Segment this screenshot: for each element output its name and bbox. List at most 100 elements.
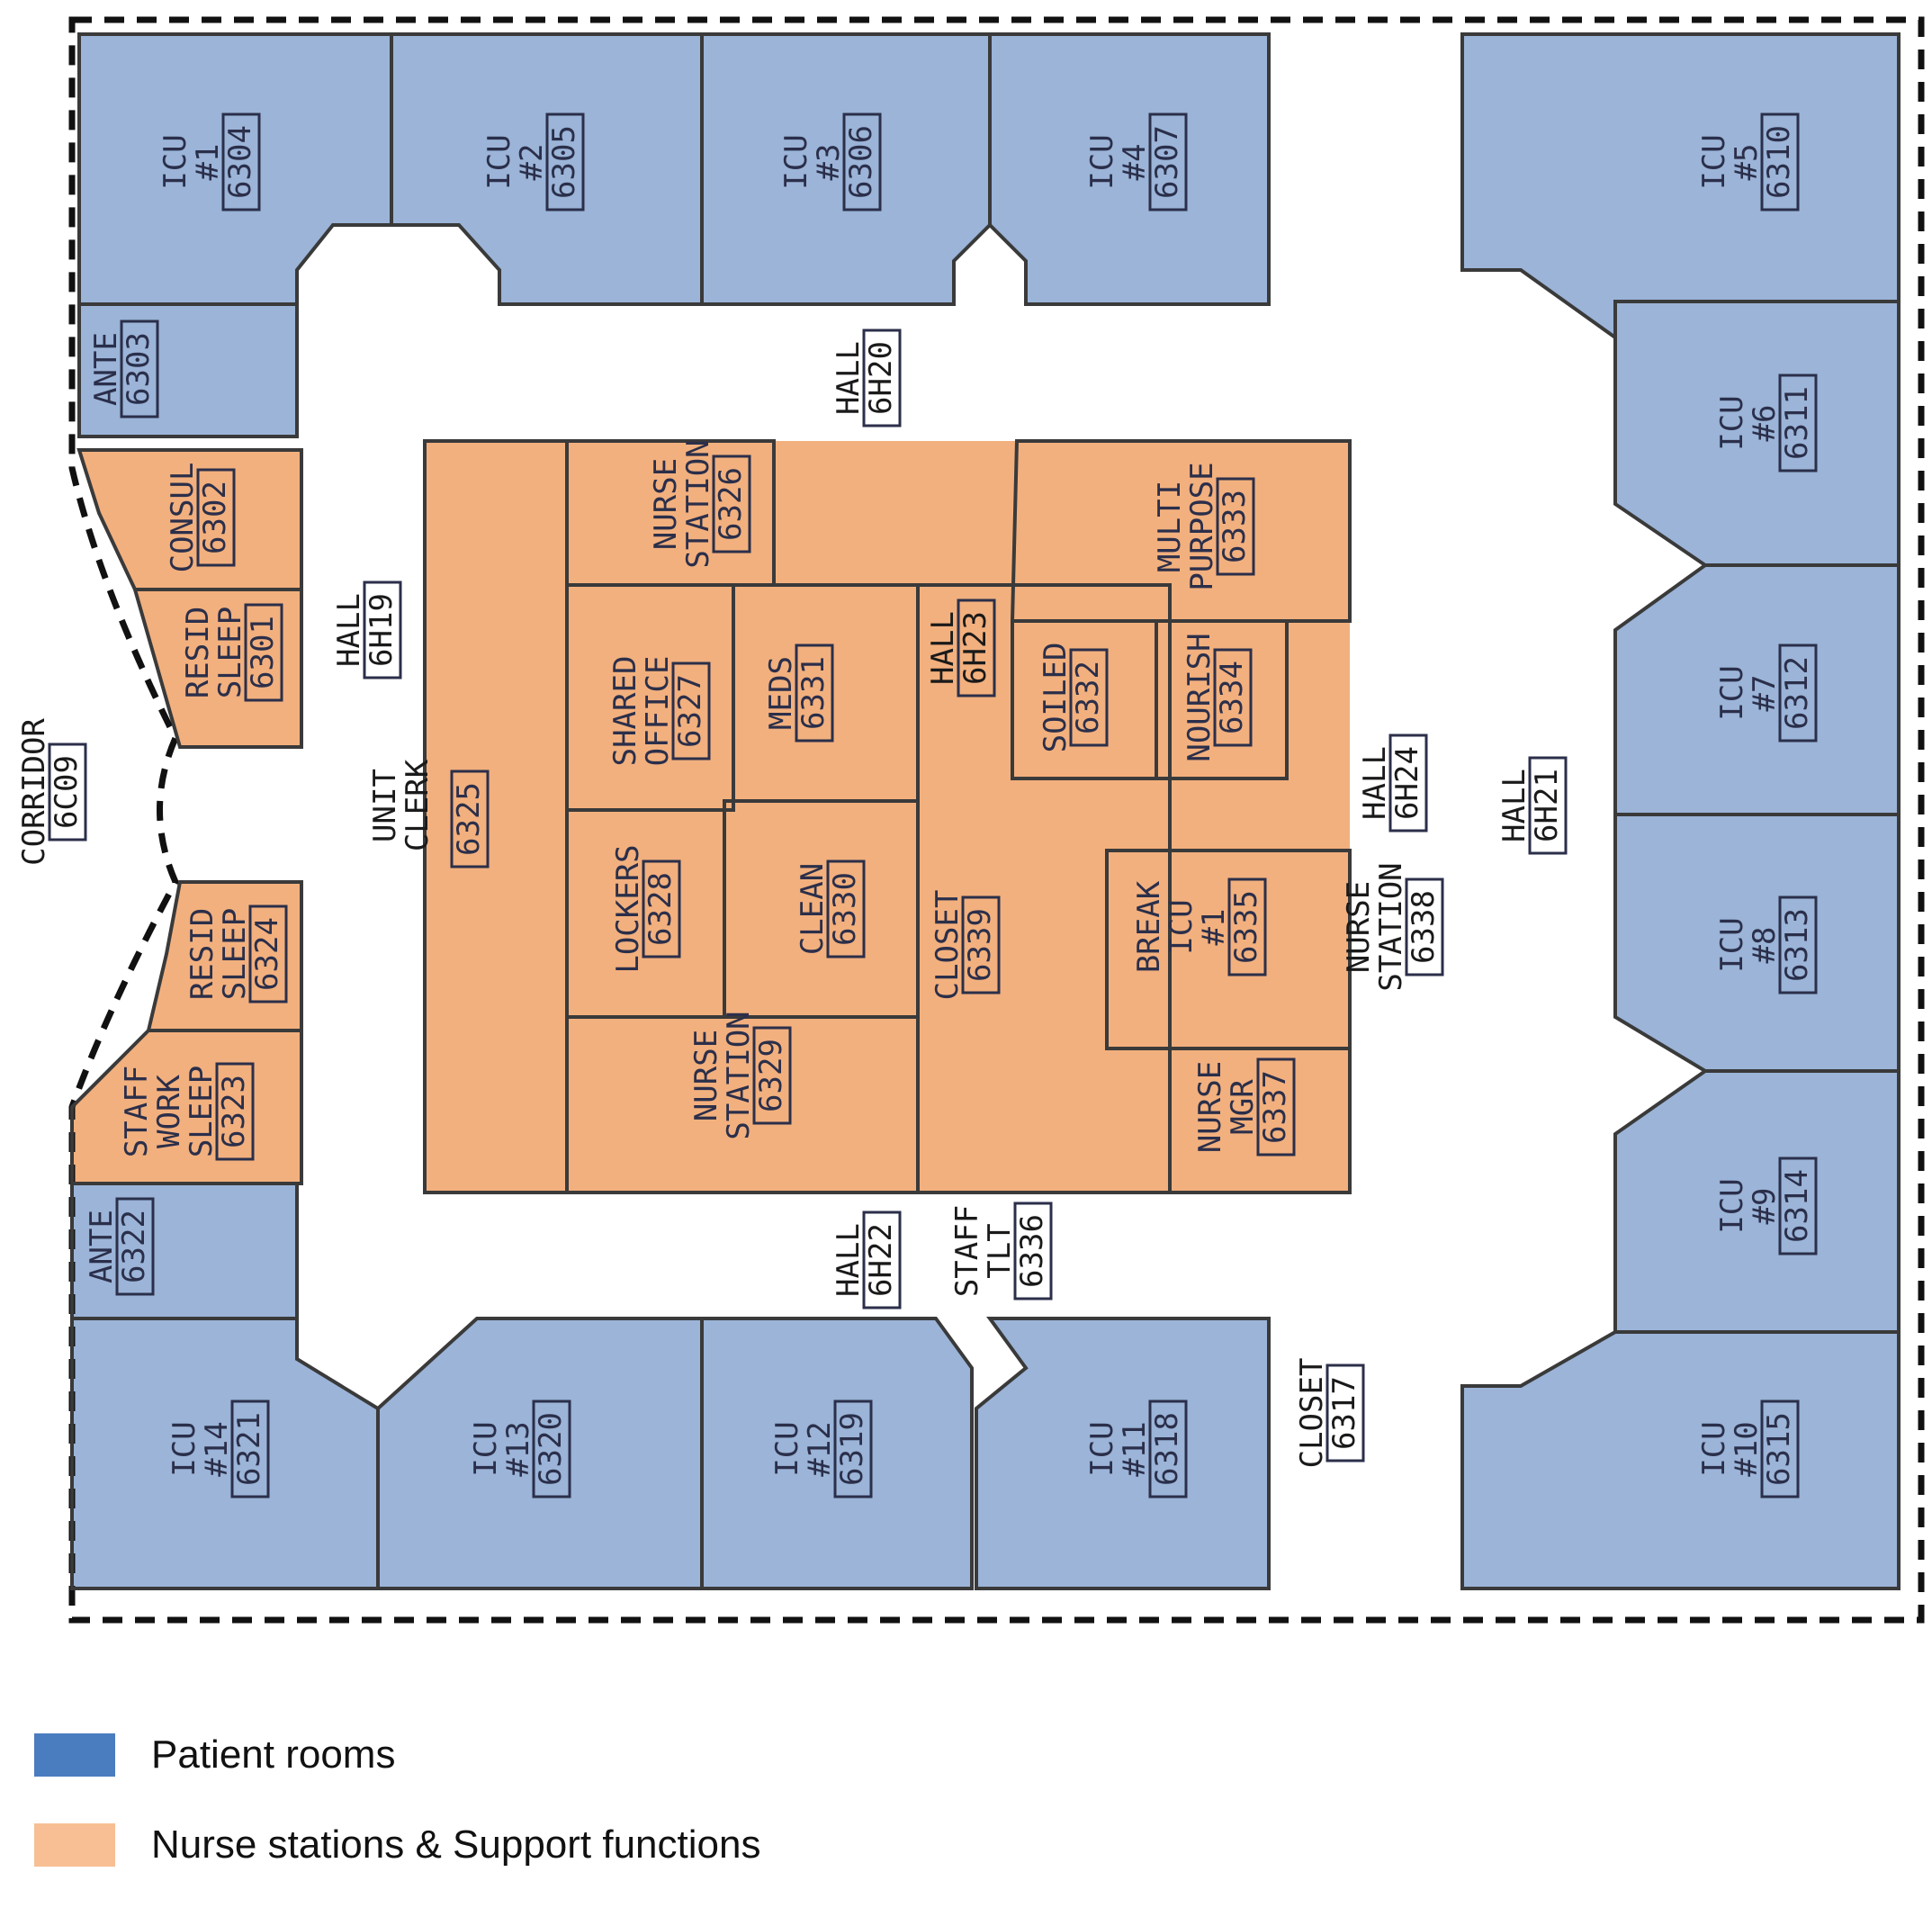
number-box xyxy=(833,1400,873,1498)
label-text: STATION xyxy=(1373,862,1409,991)
label-number: 6331 xyxy=(795,656,831,730)
room-wall-staff-work-sleep xyxy=(70,1029,303,1185)
room-wall-icu13 xyxy=(376,1317,704,1590)
number-box xyxy=(221,112,261,212)
number-box xyxy=(545,112,585,212)
room-icu11 xyxy=(976,1318,1269,1588)
label-text: ICU xyxy=(1164,899,1200,954)
label-number: 6307 xyxy=(1149,125,1185,199)
room-icu5 xyxy=(1462,34,1899,338)
number-box xyxy=(1778,1156,1818,1256)
label-text: ANTE xyxy=(88,332,124,406)
label-text: CONSUL xyxy=(165,463,201,573)
label-number: 6310 xyxy=(1761,125,1797,199)
label-number: 6311 xyxy=(1779,386,1815,460)
number-box xyxy=(1148,1400,1188,1498)
label-text: NURSE xyxy=(648,458,684,550)
label-text: SLEEP xyxy=(217,908,253,1000)
room-clean xyxy=(724,801,918,1017)
number-box xyxy=(1325,1364,1365,1462)
number-box xyxy=(1213,648,1253,747)
label-text: CORRIDOR xyxy=(16,718,52,866)
number-box xyxy=(248,904,288,1004)
label-text: ICU xyxy=(166,1421,202,1476)
label-text: #9 xyxy=(1747,1188,1783,1225)
number-box xyxy=(1778,374,1818,472)
number-box xyxy=(115,1197,155,1296)
label-text: #14 xyxy=(199,1421,235,1476)
label-number: 6306 xyxy=(843,125,879,199)
label-number: 6327 xyxy=(672,674,708,748)
number-box xyxy=(752,1026,792,1125)
label-text: NURSE xyxy=(1192,1061,1228,1153)
label-text: PURPOSE xyxy=(1184,462,1220,590)
room-icu4 xyxy=(990,34,1269,304)
label-text: HALL xyxy=(1357,746,1393,820)
label-text: #8 xyxy=(1747,927,1783,964)
room-nurse-mgr xyxy=(1170,1048,1350,1192)
number-box xyxy=(215,1062,255,1161)
label-text: CLEAN xyxy=(795,863,831,955)
label-text: HALL xyxy=(925,611,961,685)
label-text: OFFICE xyxy=(640,656,676,767)
label-text: ICU xyxy=(1696,134,1732,189)
label-number: 6304 xyxy=(222,125,258,199)
label-text: ICU xyxy=(769,1421,805,1476)
label-text: #4 xyxy=(1117,144,1153,181)
label-text: ICU xyxy=(1714,395,1750,450)
label-number: 6330 xyxy=(827,872,863,946)
label-text: ICU xyxy=(778,134,814,189)
room-ante-bottom xyxy=(72,1184,297,1318)
room-wall-multi-purpose xyxy=(1010,439,1352,623)
label-text: ICU xyxy=(1714,917,1750,972)
number-box xyxy=(1256,1058,1296,1156)
legend-item-patient: Patient rooms xyxy=(34,1728,760,1782)
label-number: 6302 xyxy=(197,481,233,554)
room-soiled xyxy=(1012,621,1156,778)
room-resid-sleep-2 xyxy=(148,882,301,1030)
number-box xyxy=(642,860,681,958)
label-text: RESID xyxy=(180,607,216,698)
number-box xyxy=(1528,756,1568,855)
room-meds xyxy=(733,585,918,801)
room-nurse-station-6326 xyxy=(567,441,774,585)
number-box xyxy=(1013,1202,1053,1300)
room-icu7 xyxy=(1615,565,1899,814)
label-text: ICU xyxy=(481,134,517,189)
label-number: 6301 xyxy=(245,616,281,689)
number-box xyxy=(120,320,159,418)
room-icu1 xyxy=(79,34,391,304)
label-number: 6322 xyxy=(116,1210,152,1283)
legend-label: Patient rooms xyxy=(151,1732,396,1777)
label-text: ANTE xyxy=(84,1210,120,1283)
number-box xyxy=(244,603,283,702)
number-box xyxy=(1760,112,1800,212)
label-text: #5 xyxy=(1729,144,1765,181)
room-unit-clerk xyxy=(425,441,567,1192)
label-text: CLOSET xyxy=(1294,1358,1330,1469)
number-box xyxy=(1388,734,1428,832)
label-text: ICU xyxy=(1696,1421,1732,1476)
label-text: #1 xyxy=(1196,909,1232,946)
number-box xyxy=(1760,1400,1800,1498)
label-text: NOURISH xyxy=(1182,633,1218,761)
label-number: 6H19 xyxy=(364,593,400,667)
label-text: TLT xyxy=(982,1223,1018,1278)
